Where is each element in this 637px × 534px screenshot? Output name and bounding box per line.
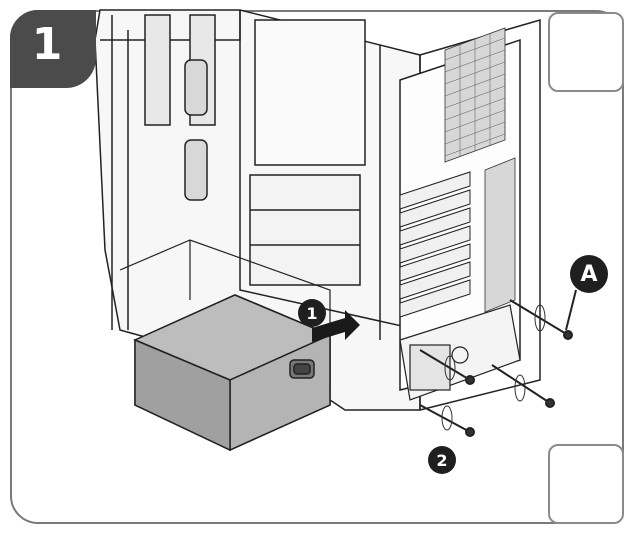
screw-type-box [548, 12, 624, 92]
callout-2: 2 [428, 446, 456, 474]
step-number-tab: 1 [10, 10, 96, 88]
power-supply-unit [133, 294, 332, 452]
step-number: 1 [31, 19, 63, 70]
expansion-slots [399, 171, 471, 318]
callout-a-leader [565, 289, 577, 331]
insert-arrow [312, 310, 360, 342]
rotation-arrows [441, 304, 546, 431]
callout-1: 1 [298, 299, 326, 327]
mesh-panels [444, 27, 516, 313]
callout-a: A [570, 255, 608, 293]
psu-bay [119, 239, 521, 401]
screwdriver-tool-box [548, 444, 624, 524]
